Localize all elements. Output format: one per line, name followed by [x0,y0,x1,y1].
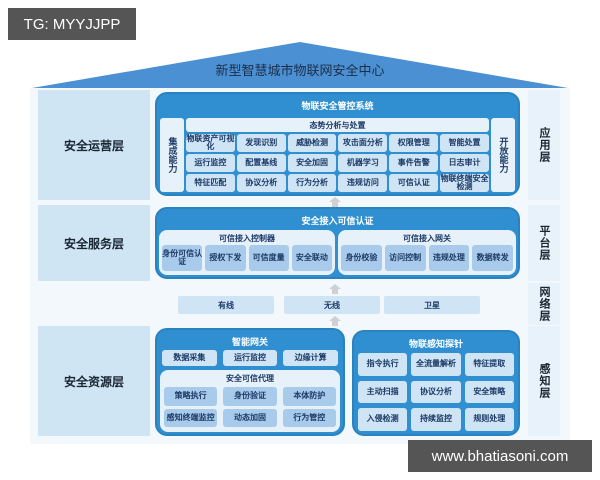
network-wireless: 无线 [284,296,380,314]
gateway-item: 违规处理 [428,245,470,271]
ops-cell: 智能处置 [440,134,489,152]
side-label-perception: 感知层 [528,326,560,436]
security-trusted-proxy: 安全可信代理 策略执行 身份验证 本体防护 感知终端监控 动态加固 行为管控 [160,370,340,432]
side-label-network: 网络层 [528,283,560,325]
gateway-item: 数据转发 [472,245,513,271]
proxy-item: 本体防护 [282,387,336,406]
watermark-url: www.bhatiasoni.com [408,440,592,472]
situation-analysis-header: 态势分析与处置 [186,118,489,132]
gateway-item: 访问控制 [384,245,426,271]
proxy-item: 动态加固 [223,408,277,427]
probe-item: 主动扫描 [358,380,408,404]
smart-gateway-top-row: 数据采集 运行监控 边缘计算 [162,350,338,366]
ops-cell: 日志审计 [440,154,489,172]
layer-label-services: 安全服务层 [38,205,150,281]
trusted-access-gateway: 可信接入网关 身份校验 访问控制 违规处理 数据转发 [338,230,516,275]
controller-item: 授权下发 [205,245,246,271]
page-title: 新型智慧城市物联网安全中心 [215,64,385,79]
side-label-platform: 平台层 [528,205,560,281]
probe-item: 持续监控 [411,408,461,431]
roof-triangle-icon [32,42,568,88]
ops-cell: 物联终端安全检测 [440,173,489,192]
proxy-item: 行为管控 [282,408,336,427]
probe-item: 入侵检测 [358,408,408,431]
proxy-item: 感知终端监控 [164,408,218,427]
arrow-up-icon [329,316,341,326]
proxy-item: 身份验证 [223,387,277,406]
ops-cell: 攻击面分析 [338,134,388,152]
probe-item: 协议分析 [411,380,461,404]
trusted-access-controller: 可信接入控制器 身份可信认证 授权下发 可信度量 安全联动 [159,230,335,275]
probe-item: 规则处理 [464,408,514,431]
ops-cell: 特征匹配 [186,174,235,192]
ops-cell: 事件告警 [389,154,439,172]
ops-cell: 可信认证 [389,174,439,192]
ops-cell: 安全加固 [287,154,337,172]
proxy-item: 策略执行 [164,387,218,406]
ops-cell: 违规访问 [338,174,388,192]
side-label-application: 应用层 [528,90,560,200]
ops-cell: 物联资产可视化 [186,133,235,152]
ops-cell: 协议分析 [236,174,286,192]
probe-item: 特征提取 [464,353,514,376]
gateway-top-item: 数据采集 [162,350,217,366]
integration-capability: 集成能力 [160,118,184,192]
controller-item: 身份可信认证 [162,245,203,271]
controller-item: 可信度量 [248,245,289,271]
operations-title: 物联安全管控系统 [301,102,374,112]
arrow-up-icon [329,197,341,207]
watermark-tg: TG: MYYJJPP [8,8,136,40]
ops-cell: 发现识别 [236,134,286,152]
layer-label-operations: 安全运营层 [38,90,150,200]
probe-item: 指令执行 [358,353,408,376]
roof-header: 新型智慧城市物联网安全中心 [30,40,570,90]
probe-item: 安全策略 [464,380,514,404]
operations-grid: 物联资产可视化 发现识别 威胁检测 攻击面分析 权限管理 智能处置 运行监控 配… [186,134,489,192]
ops-cell: 机器学习 [338,154,388,172]
probe-item: 全流量解析 [411,353,461,376]
open-capability: 开放能力 [491,118,515,192]
arrow-up-icon [329,284,341,294]
ops-cell: 威胁检测 [287,134,337,152]
iot-probe-title: 物联感知探针 [408,340,463,350]
gateway-top-item: 运行监控 [222,350,278,366]
services-title: 安全接入可信认证 [301,217,374,227]
probe-grid: 指令执行 全流量解析 特征提取 主动扫描 协议分析 安全策略 入侵检测 持续监控… [358,353,514,431]
network-wired: 有线 [178,296,274,314]
network-satellite: 卫星 [384,296,480,314]
gateway-item: 身份校验 [341,245,382,271]
layer-label-resources: 安全资源层 [38,326,150,436]
ops-cell: 行为分析 [287,174,337,192]
controller-item: 安全联动 [291,245,332,271]
ops-cell: 配置基线 [236,154,286,172]
smart-gateway-title: 智能网关 [231,338,268,348]
gateway-top-item: 边缘计算 [283,350,338,366]
ops-cell: 运行监控 [186,154,235,172]
ops-cell: 权限管理 [389,134,439,152]
